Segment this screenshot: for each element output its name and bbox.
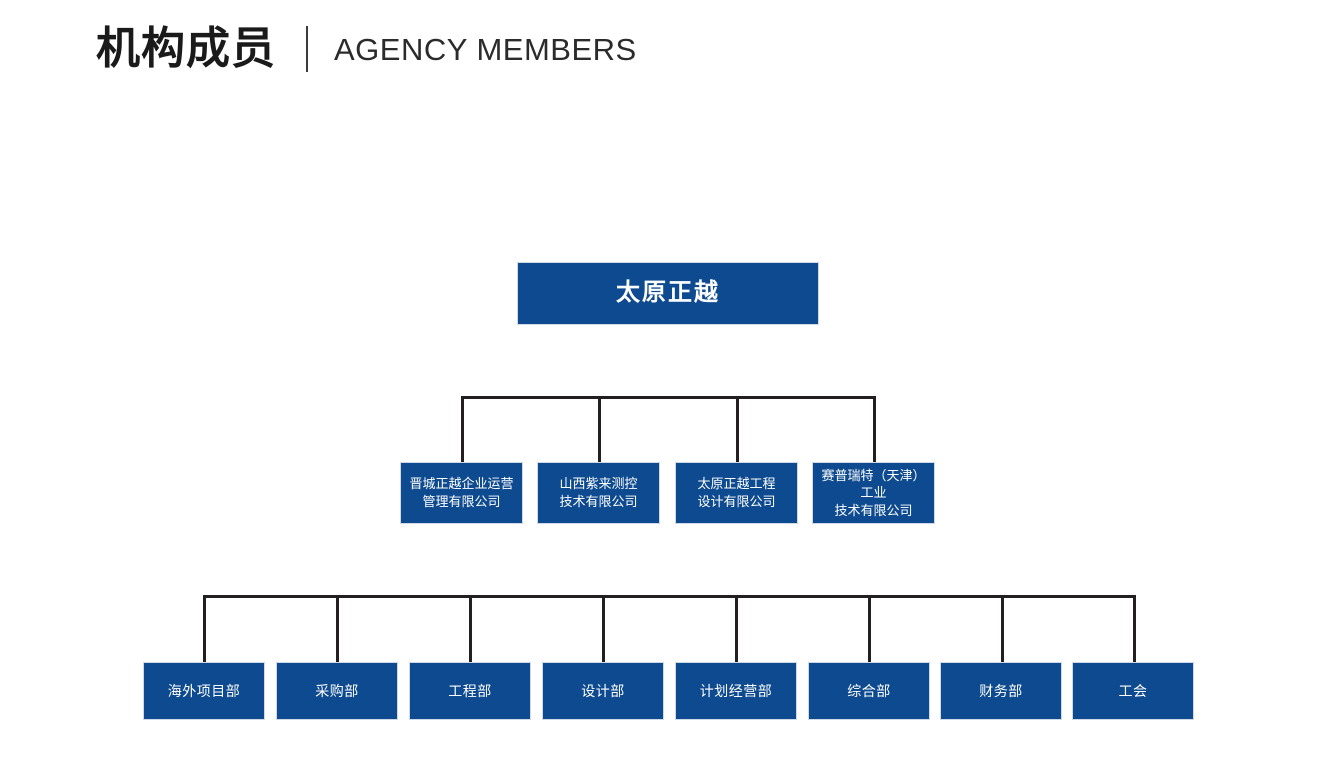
connector-drop-department-6 [868,595,871,662]
org-node-subsidiary-2-line2: 技术有限公司 [559,494,638,509]
connector-bus-level2 [461,396,876,399]
org-node-department-5-label: 计划经营部 [699,682,773,699]
connector-drop-department-5 [735,595,738,662]
org-node-root-label: 太原正越 [616,279,720,307]
page-title-en: AGENCY MEMBERS [334,31,637,67]
org-node-department-3[interactable]: 工程部 [409,662,531,720]
connector-drop-department-3 [469,595,472,662]
org-node-department-1[interactable]: 海外项目部 [143,662,265,720]
org-node-department-7[interactable]: 财务部 [940,662,1062,720]
connector-bus-departments [203,595,1136,598]
connector-drop-level2-3 [736,396,739,462]
connector-drop-department-4 [602,595,605,662]
page-header: 机构成员 AGENCY MEMBERS [96,18,637,80]
org-node-department-8-label: 工会 [1118,682,1148,699]
org-node-department-2-label: 采购部 [315,682,359,699]
org-node-department-5[interactable]: 计划经营部 [675,662,797,720]
org-node-subsidiary-3-line1: 太原正越工程 [697,476,776,492]
org-node-subsidiary-3-label: 太原正越工程 设计有限公司 [682,475,791,510]
header-divider [306,26,308,72]
org-node-subsidiary-1[interactable]: 晋城正越企业运营 管理有限公司 [400,462,523,524]
connector-drop-department-7 [1001,595,1004,662]
org-node-subsidiary-3-line2: 设计有限公司 [697,494,776,509]
connector-drop-level2-2 [598,396,601,462]
page-title-cn: 机构成员 [96,24,276,73]
org-node-subsidiary-2[interactable]: 山西紫来测控 技术有限公司 [537,462,660,524]
org-node-department-2[interactable]: 采购部 [276,662,398,720]
org-node-subsidiary-3[interactable]: 太原正越工程 设计有限公司 [675,462,798,524]
connector-drop-level2-1 [461,396,464,462]
org-node-department-7-label: 财务部 [979,682,1023,699]
org-node-department-6[interactable]: 综合部 [808,662,930,720]
org-node-root[interactable]: 太原正越 [517,262,819,325]
org-node-department-4[interactable]: 设计部 [542,662,664,720]
org-node-subsidiary-1-line2: 管理有限公司 [422,494,501,509]
org-node-subsidiary-4-line1: 赛普瑞特（天津）工业 [821,467,926,501]
org-node-subsidiary-1-label: 晋城正越企业运营 管理有限公司 [407,475,516,510]
org-node-department-8[interactable]: 工会 [1072,662,1194,720]
org-node-department-4-label: 设计部 [581,682,625,699]
org-node-subsidiary-1-line1: 晋城正越企业运营 [409,476,514,492]
connector-drop-department-1 [203,595,206,662]
org-node-subsidiary-2-label: 山西紫来测控 技术有限公司 [544,475,653,510]
connector-drop-level2-4 [873,396,876,462]
org-node-department-1-label: 海外项目部 [167,682,241,699]
org-node-department-3-label: 工程部 [448,682,492,699]
org-node-subsidiary-4-label: 赛普瑞特（天津）工业 技术有限公司 [819,467,928,520]
org-node-subsidiary-4[interactable]: 赛普瑞特（天津）工业 技术有限公司 [812,462,935,524]
org-node-department-6-label: 综合部 [847,682,891,699]
connector-drop-department-8 [1133,595,1136,662]
org-node-subsidiary-2-line1: 山西紫来测控 [559,476,638,492]
org-node-subsidiary-4-line2: 技术有限公司 [834,502,913,518]
connector-drop-department-2 [336,595,339,662]
